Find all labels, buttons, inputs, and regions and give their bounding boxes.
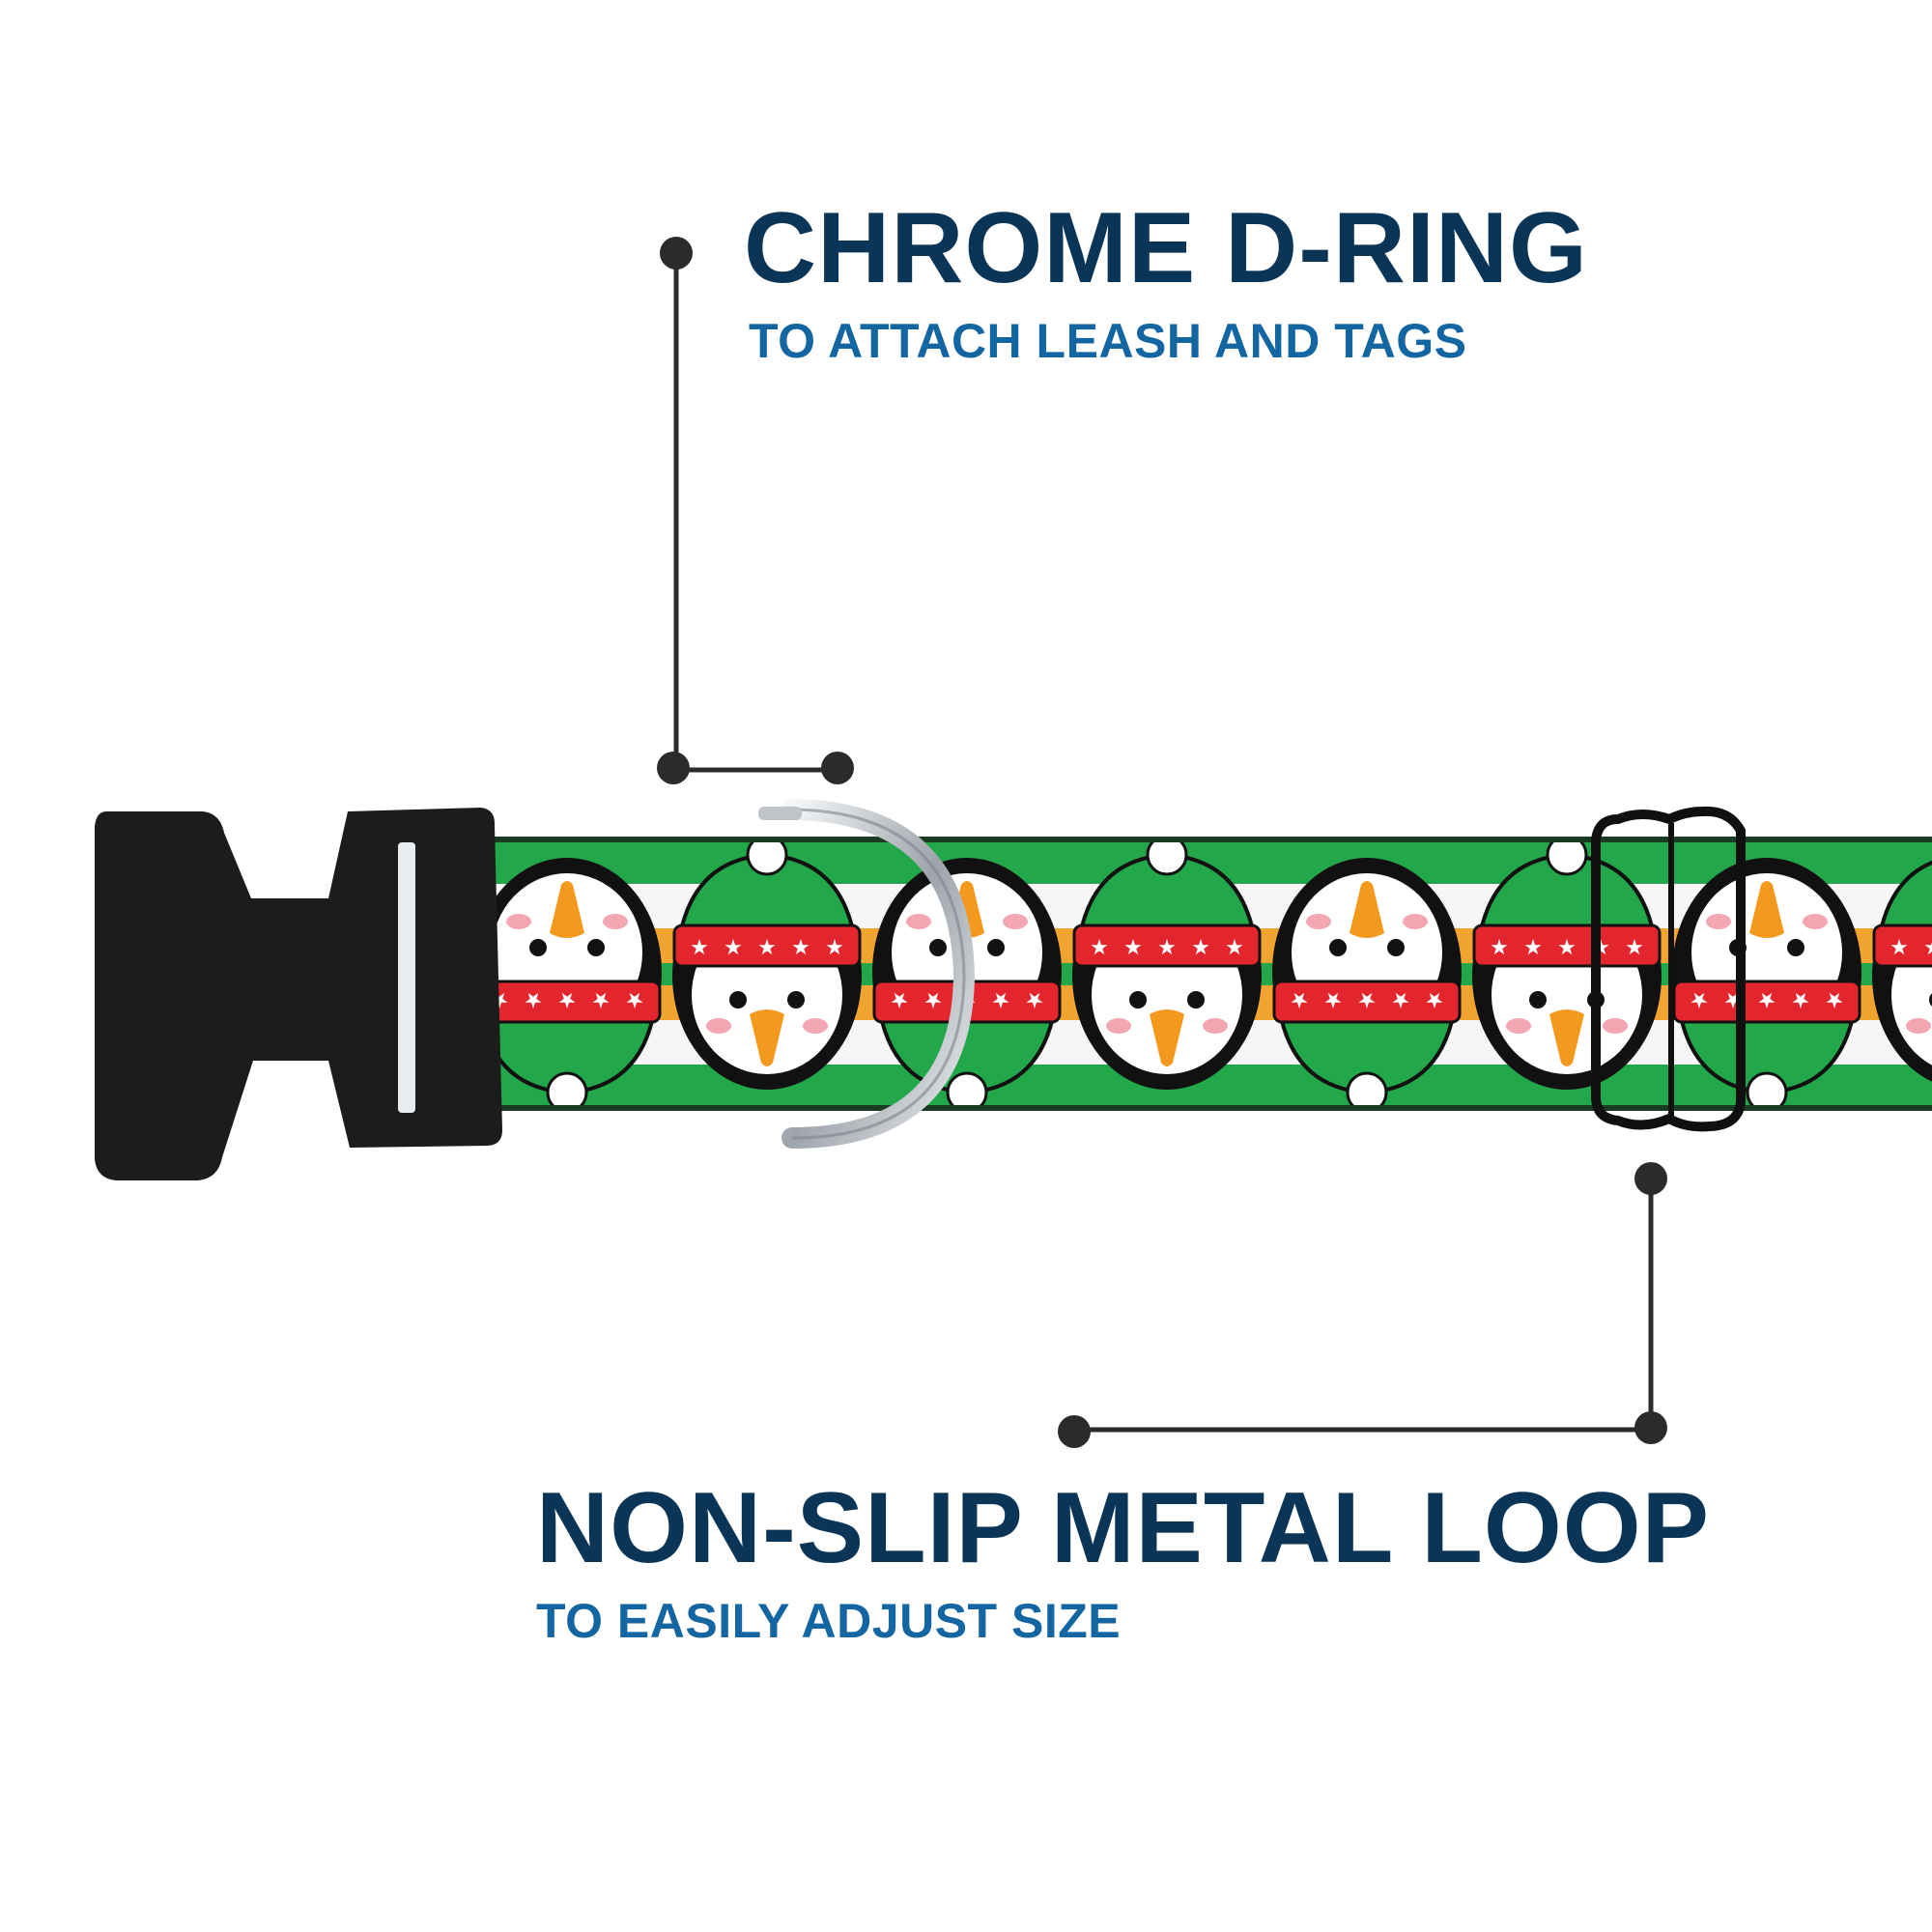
penguin-pattern-item: ★★★★★ — [1672, 858, 1861, 1109]
svg-text:★: ★ — [1690, 987, 1709, 1011]
svg-text:★: ★ — [1290, 987, 1309, 1011]
svg-text:★: ★ — [1391, 987, 1410, 1011]
svg-text:★: ★ — [1225, 936, 1244, 960]
loop-callout-subtitle: TO EASILY ADJUST SIZE — [536, 1594, 1122, 1648]
svg-text:★: ★ — [923, 987, 943, 1011]
dring-callout-subtitle: TO ATTACH LEASH AND TAGS — [749, 314, 1467, 368]
penguin-pattern-item: ★ ★ ★ ★ ★ — [1072, 838, 1262, 1090]
dring-leader-dot-end — [821, 752, 854, 784]
svg-text:★: ★ — [1791, 987, 1810, 1011]
svg-text:★: ★ — [1523, 936, 1543, 960]
penguin-pattern-item: ★★★★★ — [1472, 838, 1662, 1090]
svg-text:★: ★ — [825, 936, 844, 960]
strap-edge-bottom — [411, 1105, 1932, 1111]
svg-text:★: ★ — [890, 987, 909, 1011]
loop-leader-dot-top — [1634, 1162, 1667, 1195]
svg-text:★: ★ — [1090, 936, 1109, 960]
svg-text:★: ★ — [1123, 936, 1143, 960]
loop-leader-dot-corner — [1634, 1411, 1667, 1444]
svg-text:★: ★ — [591, 987, 611, 1011]
loop-callout-title: NON-SLIP METAL LOOP — [536, 1472, 1711, 1584]
collar-strap: ★★★★★★★★★★★★★★★★★★★★★★★★★★★★★★★★★★★★★★★★… — [411, 838, 1932, 1109]
side-release-buckle-icon — [95, 808, 502, 1180]
penguin-pattern-item: ★ ★ ★ ★ ★ — [672, 838, 862, 1090]
svg-text:★: ★ — [1323, 987, 1343, 1011]
strap-edge-top — [411, 837, 1932, 842]
svg-text:★: ★ — [791, 936, 810, 960]
dring-leader-dot-corner — [657, 752, 690, 784]
svg-text:★: ★ — [524, 987, 543, 1011]
svg-text:★: ★ — [625, 987, 644, 1011]
dring-leader-dot-top — [660, 237, 693, 270]
penguin-pattern-item: ★ ★ ★ ★ ★ — [1272, 858, 1462, 1109]
penguin-pattern-item: ★★★★★ — [472, 858, 662, 1109]
d-ring-icon — [758, 799, 976, 1149]
svg-text:★: ★ — [1923, 936, 1932, 960]
buckle-slot — [398, 842, 415, 1113]
svg-text:★: ★ — [1025, 987, 1044, 1011]
svg-text:★: ★ — [557, 987, 577, 1011]
svg-text:★: ★ — [991, 987, 1010, 1011]
svg-text:★: ★ — [1425, 987, 1444, 1011]
svg-text:★: ★ — [1825, 987, 1844, 1011]
loop-leader-line — [1058, 1162, 1667, 1448]
svg-text:★: ★ — [1157, 936, 1177, 960]
svg-text:★: ★ — [724, 936, 743, 960]
svg-text:★: ★ — [1357, 987, 1377, 1011]
svg-text:★: ★ — [690, 936, 709, 960]
dring-leader-line — [657, 237, 854, 784]
svg-text:★: ★ — [1889, 936, 1909, 960]
svg-text:★: ★ — [757, 936, 777, 960]
slider-loop-icon — [1591, 806, 1746, 1132]
dring-callout-title: CHROME D-RING — [744, 192, 1588, 304]
svg-text:★: ★ — [1490, 936, 1509, 960]
loop-leader-dot-end — [1058, 1415, 1091, 1448]
svg-text:★: ★ — [1625, 936, 1644, 960]
svg-text:★: ★ — [1757, 987, 1776, 1011]
penguin-pattern-item: ★★★★★ — [1872, 860, 1932, 1082]
svg-text:★: ★ — [1191, 936, 1210, 960]
svg-text:★: ★ — [1557, 936, 1577, 960]
